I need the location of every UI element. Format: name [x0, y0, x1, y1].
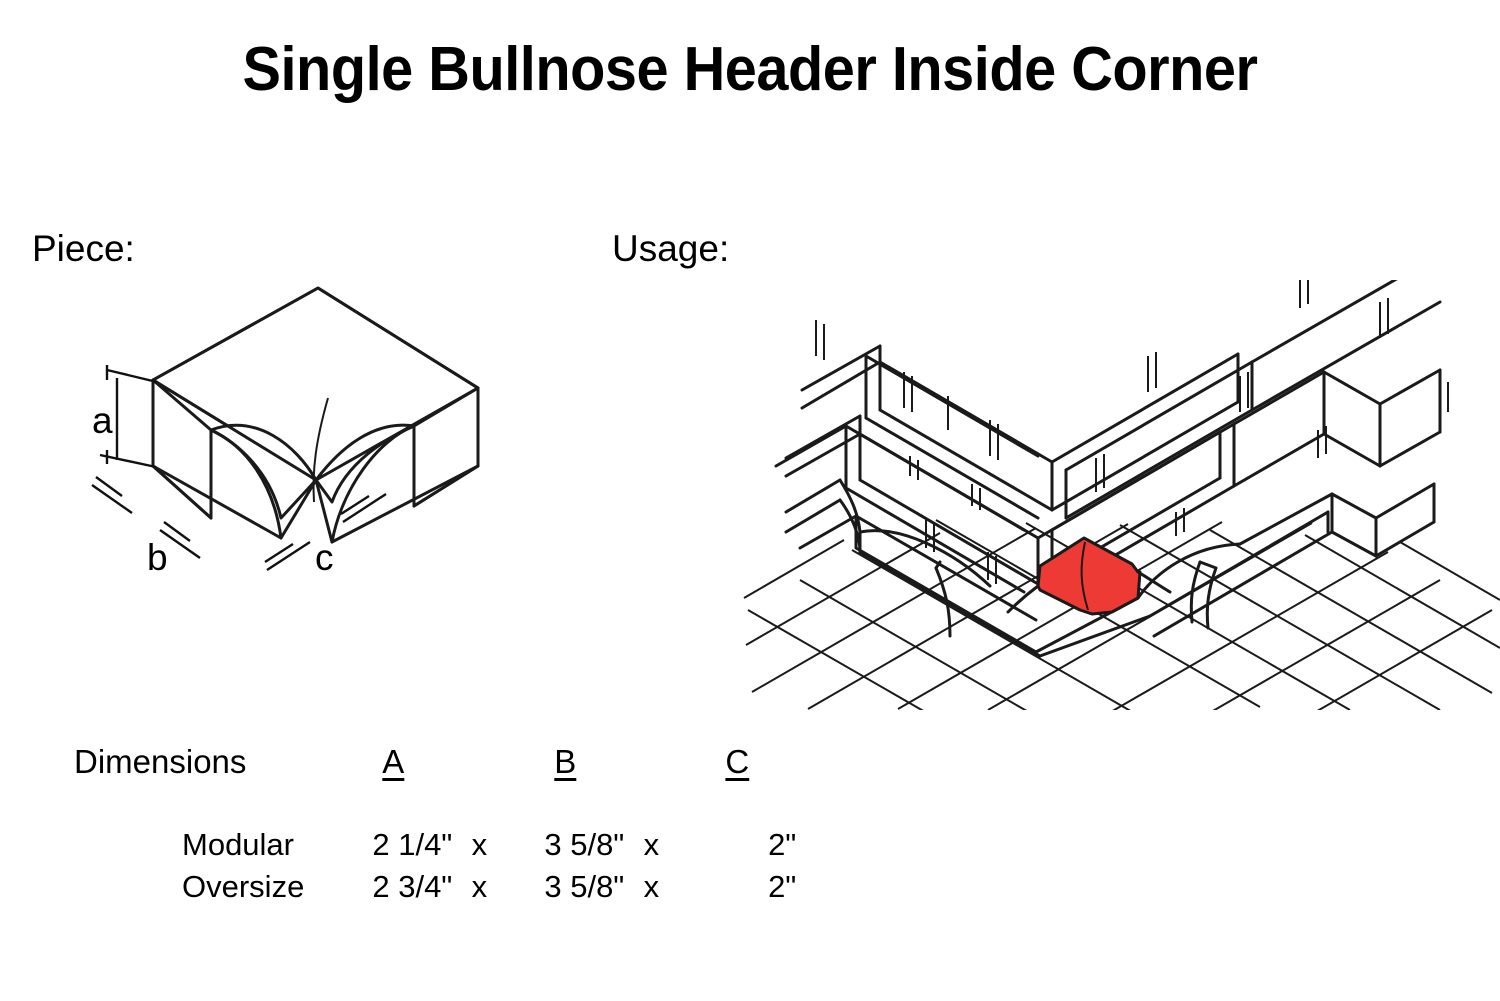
dimensions-table: Dimensions A B C Modular 2 1/4" x 3 5/8"… [74, 740, 796, 907]
left-wall-head-joints [815, 320, 999, 584]
inside-corner [1006, 460, 1172, 616]
usage-section-label: Usage: [612, 228, 730, 269]
left-wall [774, 320, 1054, 658]
dimensions-column-a: A [382, 743, 405, 780]
table-row: Oversize 2 3/4" x 3 5/8" x 2" [74, 866, 796, 908]
piece-bullnose-curve-left [209, 428, 283, 540]
dimensions-column-b: B [554, 743, 577, 780]
dimensions-row-name: Modular [182, 827, 294, 863]
dimension-label-b: b [147, 537, 168, 578]
dimensions-row-c: 2" [768, 827, 797, 863]
usage-isometric-drawing [743, 280, 1500, 710]
bullnose-arc-right-of-corner [1136, 570, 1172, 594]
dimension-label-a: a [92, 400, 113, 441]
piece-bullnose-curve-right [330, 424, 416, 544]
dimensions-separator: x [471, 827, 488, 863]
left-wall-courses [774, 344, 1054, 594]
right-wall-head-joints [1095, 280, 1449, 536]
bullnose-arc-left-of-corner [1006, 584, 1040, 614]
dimension-c-leaders [264, 492, 387, 572]
piece-bottom-left-edge [151, 464, 283, 540]
dimensions-header-gap-2 [624, 740, 678, 824]
piece-isometric-drawing: a b c [91, 286, 480, 578]
dimensions-row-a: 2 3/4" [372, 868, 453, 904]
dimension-b-leaders [91, 476, 201, 559]
dimension-label-c: c [315, 537, 334, 578]
dimensions-row-c: 2" [768, 868, 797, 904]
piece-bottom-right-edge [330, 464, 480, 544]
piece-section-label: Piece: [32, 228, 135, 269]
piece-corner-seam [312, 397, 329, 503]
left-wall-bullnose-course [784, 478, 1042, 658]
dimension-a-leaders [99, 365, 158, 469]
page-title: Single Bullnose Header Inside Corner [242, 35, 1258, 104]
dimensions-row-b: 3 5/8" [544, 868, 625, 904]
dimensions-row-b: 3 5/8" [544, 827, 625, 863]
dimensions-separator: x [643, 827, 660, 863]
right-wall-bullnose-course [1034, 482, 1436, 658]
dimensions-column-c: C [725, 743, 750, 780]
dimensions-row-a: 2 1/4" [372, 827, 453, 863]
dimensions-row-name: Oversize [182, 868, 305, 904]
dimensions-title: Dimensions [74, 743, 247, 780]
dimensions-header-gap-1 [452, 740, 506, 824]
dimensions-separator: x [471, 868, 488, 904]
dimensions-separator: x [643, 868, 660, 904]
piece-bottom-notch [279, 478, 334, 544]
table-row: Modular 2 1/4" x 3 5/8" x 2" [74, 824, 796, 866]
dimensions-header-row: Dimensions A B C [74, 740, 796, 824]
highlighted-piece-seam [1080, 541, 1089, 611]
